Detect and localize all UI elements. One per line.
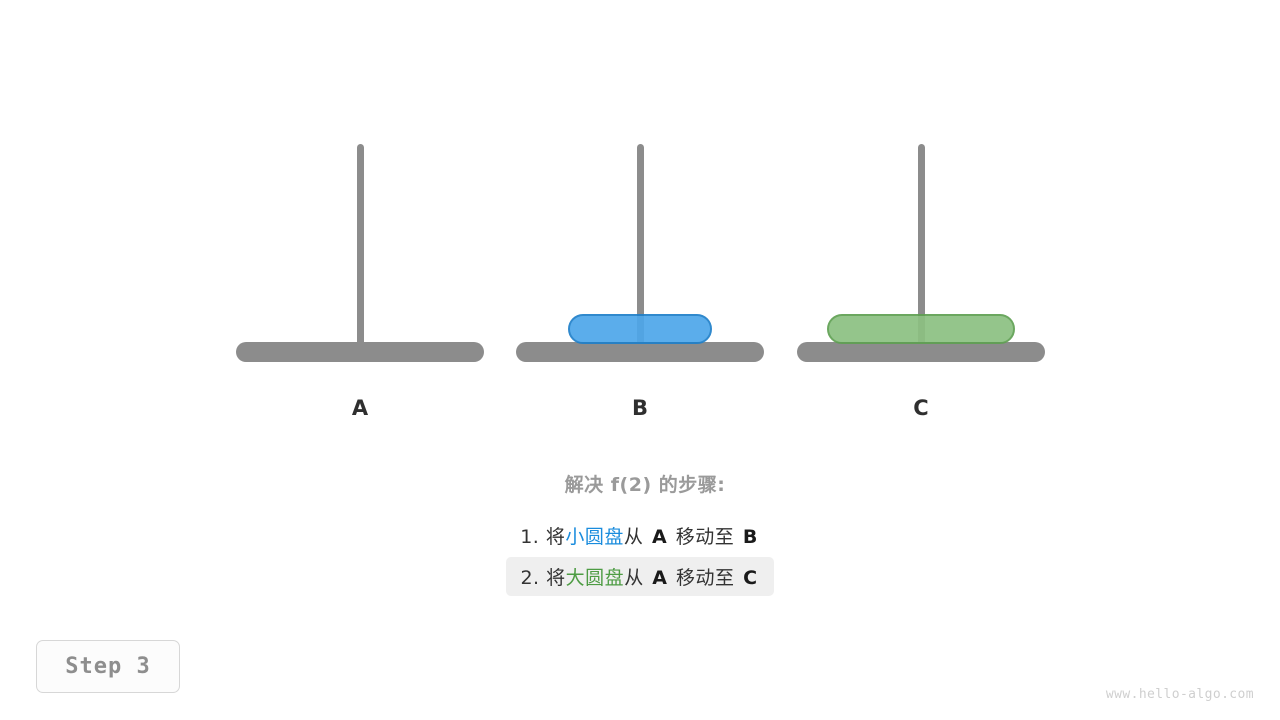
towers-diagram: A B C [215,0,1066,440]
step-line-2-wrapper: 2. 将大圆盘从 A 移动至 C [0,556,1280,597]
step-2-object: 大圆盘 [565,567,625,589]
tower-b: B [495,0,785,440]
step-1-index: 1. [520,526,540,548]
step-1-object: 小圆盘 [565,526,624,548]
peg-base-a [236,342,484,362]
step-1-to-peg: B [742,526,758,548]
peg-base-b [516,342,764,362]
peg-rod-c [917,144,925,356]
tower-label-a: A [351,396,369,420]
disc-small-blue [568,314,712,344]
step-2-from-peg: A [652,567,668,589]
disc-pile-b [495,314,785,344]
tower-c: C [776,0,1066,440]
step-badge: Step 3 [36,640,180,693]
steps-panel: 解决 f(2) 的步骤: 1. 将小圆盘从 A 移动至 B 2. 将大圆盘从 A… [0,470,1280,597]
watermark: www.hello-algo.com [1105,687,1254,702]
peg-base-c [797,342,1045,362]
step-2-verb: 将 [546,567,566,589]
step-1-move-word: 移动至 [675,526,735,548]
step-line-2: 2. 将大圆盘从 A 移动至 C [506,557,774,596]
disc-pile-c [776,314,1066,344]
step-line-1: 1. 将小圆盘从 A 移动至 B [506,516,774,555]
step-2-from-word: 从 [624,567,644,589]
tower-label-b: B [631,396,648,420]
step-1-from-peg: A [651,526,668,548]
steps-heading: 解决 f(2) 的步骤: [564,474,726,496]
step-1-verb: 将 [545,526,566,548]
step-2-move-word: 移动至 [676,567,735,589]
step-1-from-word: 从 [623,526,644,548]
tower-label-c: C [913,396,929,420]
tower-a: A [215,0,505,440]
step-2-index: 2. [520,567,540,589]
peg-rod-a [356,144,364,356]
step-line-1-wrapper: 1. 将小圆盘从 A 移动至 B [0,515,1280,556]
peg-rod-b [636,144,644,356]
disc-large-green [827,314,1015,344]
step-2-to-peg: C [743,567,758,589]
